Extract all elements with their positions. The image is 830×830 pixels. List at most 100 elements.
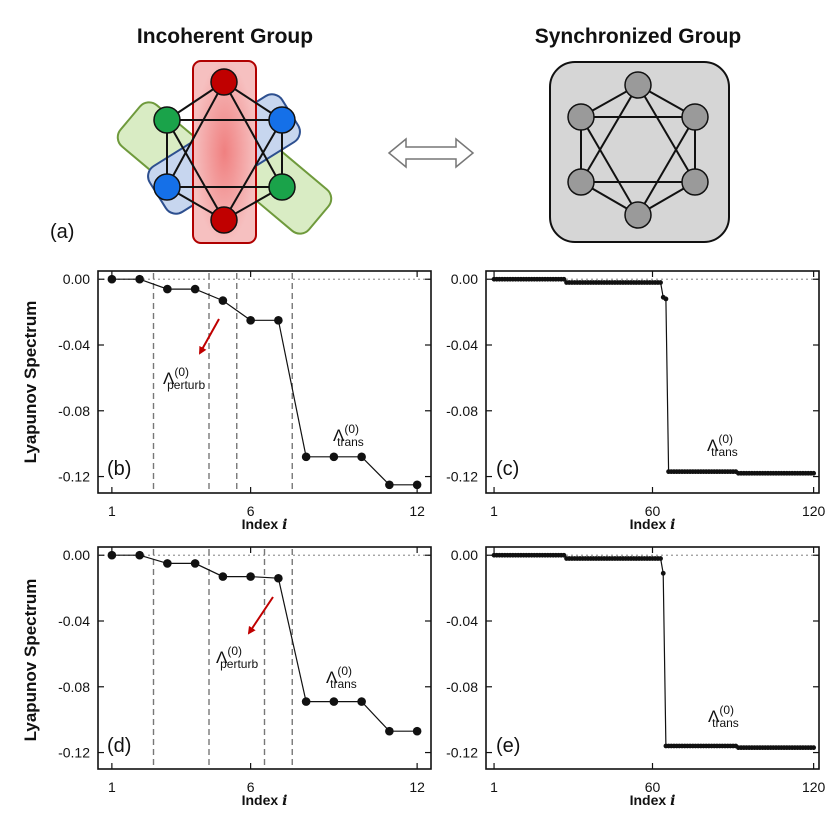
x-axis-title-text: Index <box>630 792 670 808</box>
blue-node <box>268 106 296 134</box>
gray-group-box <box>549 61 730 243</box>
data-point <box>412 480 422 490</box>
annotation-subscript: trans <box>330 677 357 691</box>
y-tick-label: 0.00 <box>63 547 90 563</box>
y-tick-label: -0.12 <box>446 745 478 761</box>
data-point <box>329 697 339 706</box>
data-point <box>658 280 663 285</box>
annotation-superscript: (0) <box>337 664 352 678</box>
x-tick-label: 60 <box>645 503 661 519</box>
synchronized-network <box>549 61 730 243</box>
data-point <box>329 452 339 462</box>
data-point <box>663 296 669 302</box>
data-point <box>561 552 567 558</box>
y-axis-label-top: Lyapunov Spectrum <box>21 301 40 464</box>
y-tick-label: -0.04 <box>446 337 478 353</box>
plot-frame <box>485 270 820 494</box>
perturb-arrow <box>247 596 274 635</box>
spectrum-line <box>111 554 418 732</box>
data-point <box>561 276 567 282</box>
y-tick-label: -0.08 <box>446 679 478 695</box>
blue-node <box>153 173 181 201</box>
y-tick-label: 0.00 <box>451 271 478 287</box>
annotation-superscript: (0) <box>344 422 359 436</box>
x-axis-title: Index i <box>242 792 288 809</box>
y-tick-label: 0.00 <box>451 547 478 563</box>
x-axis-title-text: Index <box>242 792 282 808</box>
data-point <box>357 697 366 706</box>
red-node <box>210 68 238 96</box>
gray-node <box>681 103 709 131</box>
lambda-trans-annotation: Λ(0)trans <box>708 703 739 730</box>
data-point <box>811 745 817 751</box>
y-tick-label: -0.08 <box>58 679 90 695</box>
x-tick-label: 6 <box>247 779 255 795</box>
annotation-subscript: perturb <box>220 657 258 671</box>
data-point <box>811 470 817 476</box>
data-point <box>218 572 228 581</box>
y-tick-label: -0.08 <box>446 403 478 419</box>
data-point <box>274 573 283 583</box>
red-cluster-box <box>192 60 257 244</box>
gray-node <box>624 71 652 99</box>
data-point <box>385 480 394 490</box>
x-axis-variable: i <box>282 793 287 809</box>
lambda-symbol: Λ <box>333 426 345 445</box>
data-point <box>658 556 663 561</box>
annotation-subscript: trans <box>712 716 739 730</box>
data-point <box>163 284 172 294</box>
green-node <box>153 106 181 134</box>
annotation-superscript: (0) <box>719 703 734 717</box>
data-point <box>107 274 117 284</box>
panel-label: (d) <box>107 735 131 757</box>
annotation-subscript: trans <box>711 445 738 459</box>
data-point <box>163 559 172 568</box>
y-tick-label: -0.04 <box>58 337 90 353</box>
x-axis-variable: i <box>670 517 675 533</box>
gray-node <box>681 168 709 196</box>
gray-node <box>567 103 595 131</box>
y-tick-label: -0.04 <box>58 613 90 629</box>
data-point <box>246 316 255 325</box>
panel-label-a: (a) <box>50 221 74 243</box>
gray-node <box>624 201 652 229</box>
x-axis-title: Index i <box>630 516 676 533</box>
data-point <box>135 274 144 284</box>
data-point <box>190 284 200 294</box>
x-axis-title-text: Index <box>242 516 282 532</box>
y-tick-label: -0.12 <box>58 469 90 485</box>
x-tick-label: 120 <box>802 779 826 795</box>
synchronized-group-title: Synchronized Group <box>535 25 742 48</box>
lambda-trans-annotation: Λ(0)trans <box>707 432 738 459</box>
lambda-symbol: Λ <box>326 668 338 687</box>
data-point <box>301 452 311 462</box>
data-point <box>190 559 200 568</box>
x-tick-label: 1 <box>108 779 116 795</box>
panel-label: (b) <box>107 458 131 480</box>
gray-node <box>567 168 595 196</box>
y-tick-label: -0.04 <box>446 613 478 629</box>
y-tick-label: -0.08 <box>58 403 90 419</box>
x-axis-variable: i <box>282 517 287 533</box>
spectrum-line <box>494 278 814 474</box>
perturb-arrow <box>199 318 220 355</box>
lambda-symbol: Λ <box>216 648 228 667</box>
lambda-perturb-annotation: Λ(0)perturb <box>163 365 205 392</box>
panel-label: (c) <box>496 458 519 480</box>
x-tick-label: 12 <box>409 503 425 519</box>
y-tick-label: -0.12 <box>446 469 478 485</box>
x-axis-title: Index i <box>242 516 288 533</box>
spectrum-line <box>111 278 418 486</box>
green-node <box>268 173 296 201</box>
panel-label: (e) <box>496 735 520 757</box>
x-axis-title-text: Index <box>630 516 670 532</box>
y-tick-label: 0.00 <box>63 271 90 287</box>
y-tick-label: -0.12 <box>58 745 90 761</box>
x-tick-label: 6 <box>247 503 255 519</box>
data-point <box>412 726 422 736</box>
